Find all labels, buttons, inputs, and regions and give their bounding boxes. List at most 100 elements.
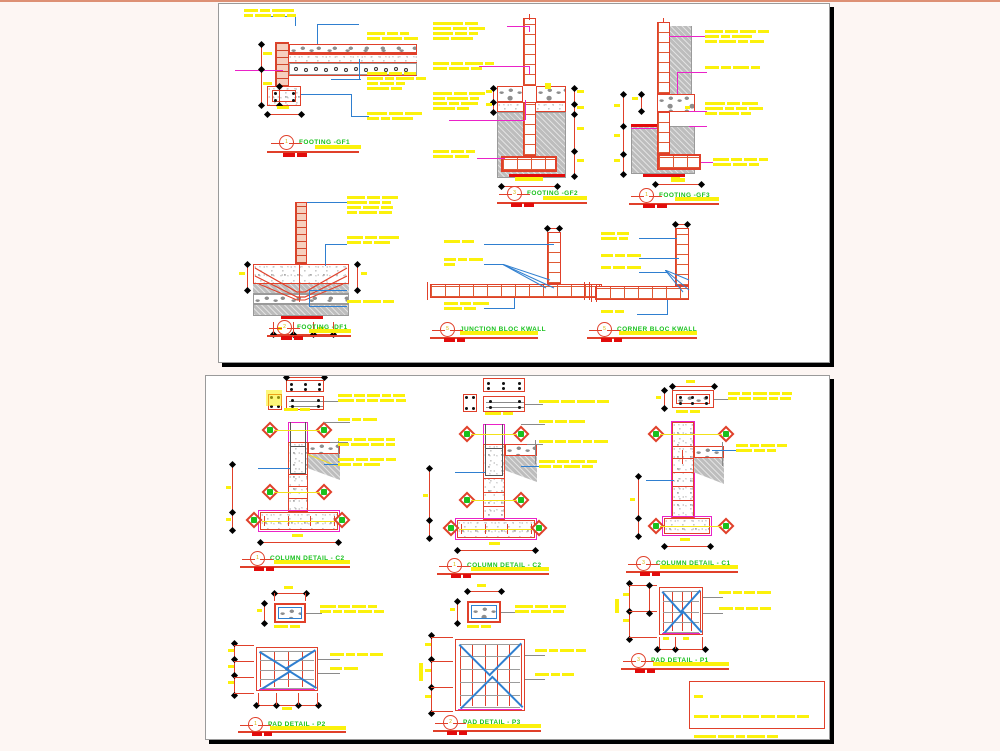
junction-note-2 (444, 258, 492, 268)
p1-note-2 (719, 607, 785, 612)
c1-soil-slope (694, 458, 724, 484)
detail-title-footing-gf2[interactable]: 3 FOOTING -GF2 (499, 186, 578, 201)
detail-title-corner-block-wall[interactable]: 5 CORNER BLOC KWALL (589, 322, 697, 337)
c2b-note-4 (539, 460, 617, 470)
detail-title-pad-p1[interactable]: 3 PAD DETAIL - P1 (623, 653, 709, 668)
detail-number-bubble: 5 (432, 322, 463, 337)
gf1-footing-rebar-cage (272, 90, 296, 102)
detail-footing-df1: 2 FOOTING -DF1 (229, 194, 449, 359)
c2-section-marker-c1[interactable] (245, 511, 263, 529)
detail-title-pad-p3[interactable]: 2 PAD DETAIL - P3 (435, 715, 521, 730)
detail-title-text: PAD DETAIL - P2 (268, 721, 326, 728)
detail-junction-block-wall: 5 JUNCTION BLOC KWALL (424, 214, 614, 354)
detail-title-footing-gf3[interactable]: 1 FOOTING -GF3 (631, 188, 710, 203)
p3-note-3 (535, 673, 607, 678)
detail-number-bubble: 2 (435, 715, 466, 730)
c2b-note-3 (539, 440, 617, 445)
detail-title-column-c2-middle[interactable]: 1 COLUMN DETAIL - C2 (439, 558, 542, 573)
detail-title-junction-block-wall[interactable]: 5 JUNCTION BLOC KWALL (432, 322, 546, 337)
c1-section-marker-a1[interactable] (647, 425, 665, 443)
gf3-dpc (631, 124, 657, 127)
c1-section-marker-b2[interactable] (717, 517, 735, 535)
gf2-slab-right (536, 86, 566, 102)
detail-title-footing-df1[interactable]: 2 FOOTING -DF1 (269, 320, 348, 335)
detail-title-text: COLUMN DETAIL - C2 (270, 555, 345, 562)
c2b-section-marker-a2[interactable] (512, 425, 530, 443)
corner-note-2 (601, 254, 645, 259)
top-border-rule (0, 0, 1000, 2)
detail-title-text: PAD DETAIL - P1 (651, 657, 709, 664)
c2-note-1 (338, 394, 422, 404)
c2b-section-plan-2 (483, 396, 525, 412)
titleblock-row (694, 725, 820, 739)
detail-number-bubble: 3 (623, 653, 654, 668)
gf2-dim-v-right (574, 88, 575, 176)
corner-note-3 (601, 266, 645, 271)
p2-rebar-mesh (259, 649, 317, 691)
c2-section-marker-b2[interactable] (315, 483, 333, 501)
p3-pad-plan (455, 639, 525, 711)
c2-section-marker-c2[interactable] (333, 511, 351, 529)
corner-note-4 (601, 310, 645, 315)
c2-column-stirrup-cage (290, 446, 306, 474)
drawing-notes-title-block[interactable] (689, 681, 825, 738)
gf1-note-top-left (244, 9, 304, 19)
detail-title-text: JUNCTION BLOC KWALL (460, 326, 546, 333)
detail-number-bubble: 1 (271, 135, 302, 150)
gf1-dim-text-2 (263, 82, 274, 100)
c2b-section-marker-c1[interactable] (442, 519, 460, 537)
c2-section-marker-b1[interactable] (261, 483, 279, 501)
junction-vertical-wall (547, 232, 561, 284)
c2-soil-slope (308, 454, 340, 480)
gf1-dim-line-v (261, 44, 262, 106)
c2b-section-marker-b2[interactable] (512, 491, 530, 509)
junction-leader-fan (502, 264, 555, 289)
p1-rebar-mesh (661, 589, 703, 635)
detail-title-footing-gf1[interactable]: 1 FOOTING -GF1 (271, 135, 350, 150)
gf1-note-right-1 (367, 32, 429, 42)
c2-note-4 (338, 458, 416, 468)
gf3-block-wall (657, 22, 670, 94)
c1-section-marker-a2[interactable] (717, 425, 735, 443)
c2-section-marker-a2[interactable] (315, 421, 333, 439)
gf2-note-1 (433, 22, 503, 42)
detail-column-c2-left: 1 COLUMN DETAIL - C2 (226, 376, 436, 576)
df1-column-stem (295, 202, 307, 264)
p2-note-1 (320, 605, 398, 615)
c2b-section-marker-b1[interactable] (458, 491, 476, 509)
c2-ground-slab (308, 442, 340, 454)
gf2-slab-left (497, 86, 523, 102)
p2-note-2 (330, 653, 402, 658)
detail-number-bubble: 3 (499, 186, 530, 201)
detail-title-column-c1[interactable]: 3 COLUMN DETAIL - C1 (628, 556, 731, 571)
gf1-floor-screed (289, 44, 417, 53)
c1-note-2 (736, 444, 798, 454)
gf1-dpc-line (289, 53, 417, 55)
c1-column-outline (671, 421, 695, 519)
df1-footing-mid (253, 284, 349, 294)
detail-number-bubble: 1 (631, 188, 662, 203)
gf1-slab (289, 55, 417, 63)
gf1-note-right-2 (367, 72, 429, 92)
gf3-wall-below (657, 112, 670, 154)
p2-note-3 (330, 667, 402, 672)
c2b-section-marker-a1[interactable] (458, 425, 476, 443)
df1-splay-rebar (254, 267, 348, 301)
column-and-pad-details-panel: 1 COLUMN DETAIL - C2 (205, 375, 830, 740)
detail-footing-gf3: 1 FOOTING -GF3 (609, 4, 829, 214)
gf2-note-2 (433, 62, 503, 72)
detail-footing-gf2: 3 FOOTING -GF2 (419, 4, 619, 214)
c1-section-marker-b1[interactable] (647, 517, 665, 535)
gf3-upper-soil (670, 26, 692, 94)
gf1-dim-line-h (267, 114, 301, 115)
junction-horizontal-wall (430, 284, 602, 298)
detail-title-column-c2-left[interactable]: 1 COLUMN DETAIL - C2 (242, 551, 345, 566)
c2-section-marker-a1[interactable] (261, 421, 279, 439)
c1-section-plan (672, 390, 714, 408)
c2b-section-marker-c2[interactable] (530, 519, 548, 537)
corner-leader-fan (665, 270, 690, 293)
corner-note-1 (601, 232, 645, 242)
c1-note-1 (728, 392, 812, 402)
gf1-wall-stem (275, 42, 289, 94)
